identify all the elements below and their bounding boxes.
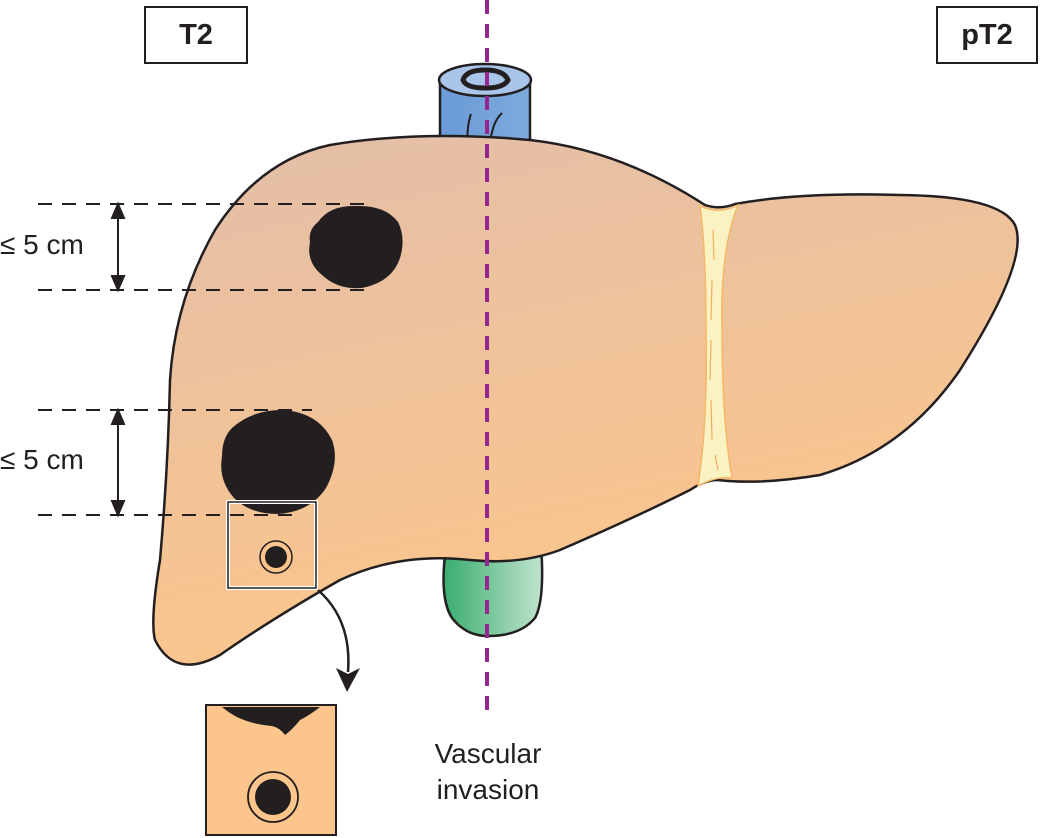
upper-tumor	[309, 205, 403, 289]
pt2-stage-label: pT2	[936, 6, 1038, 64]
upper-measurement	[38, 201, 372, 293]
liver	[152, 134, 1019, 666]
vessel-highlight-box	[226, 500, 318, 590]
falciform-ligament	[697, 203, 740, 488]
lower-tumor	[221, 410, 335, 514]
caption-line-1: Vascular	[434, 738, 542, 769]
upper-size-label: ≤ 5 cm	[0, 229, 84, 260]
t2-stage-label: T2	[144, 6, 248, 64]
vessel-thrombus	[265, 546, 287, 568]
liver-outline	[152, 134, 1019, 666]
lower-measurement	[38, 407, 312, 518]
zoom-arrow	[317, 589, 360, 692]
enlarged-inset	[205, 704, 337, 836]
caption-line-2: invasion	[436, 774, 540, 805]
lower-size-label: ≤ 5 cm	[0, 444, 84, 475]
vascular-invasion-caption: Vascular invasion	[400, 736, 576, 808]
